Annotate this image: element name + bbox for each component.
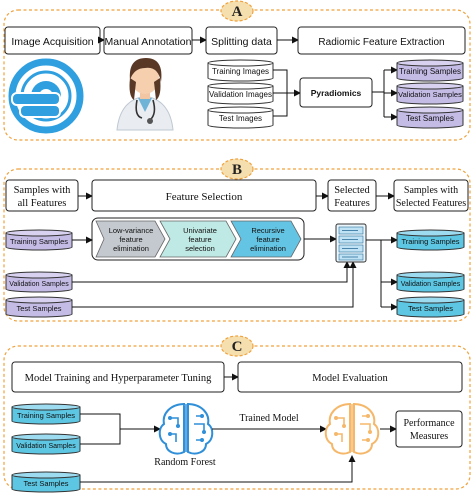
mri-scanner-icon: [8, 58, 84, 134]
doctor-icon: [116, 58, 174, 131]
step-univariate: Univariate feature selection: [159, 220, 237, 258]
panel-a-outputs: Training Samples Validation Samples Test…: [396, 59, 464, 129]
performance-measures-box: [395, 410, 463, 448]
radiomic-feature-extraction-box: [297, 26, 466, 55]
samples-selected-features-line1: Samples with: [404, 185, 458, 196]
model-evaluation-label: Model Evaluation: [312, 373, 388, 384]
performance-measures-line1: Performance: [403, 418, 455, 429]
test-samples-cylinder-b-out: Test Samples: [396, 296, 465, 318]
feature-selection-label: Feature Selection: [166, 191, 243, 203]
panel-b-border: [3, 168, 471, 322]
test-samples-cylinder-a: Test Samples: [396, 106, 464, 129]
training-samples-cylinder-b-out: Training Samples: [396, 229, 465, 251]
step-univariate-line1: Univariate: [183, 226, 217, 235]
selected-features-line1: Selected: [334, 185, 370, 196]
model-training-label: Model Training and Hyperparameter Tuning: [25, 373, 212, 384]
samples-selected-features-line2: Selected Features: [396, 198, 466, 209]
step-low-variance-line1: Low-variance: [109, 226, 154, 235]
panel-b-badge-label: B: [232, 162, 242, 178]
training-images-cylinder: Training Images: [207, 59, 274, 82]
step-recursive-line2: feature: [256, 235, 279, 244]
test-samples-cylinder-c: Test Samples: [11, 471, 81, 493]
trained-brain-icon: [324, 403, 380, 455]
panel-a-inputs: Training Images Validation Images Test I…: [207, 59, 274, 129]
manual-annotation-label: Manual Annotation: [105, 36, 192, 48]
training-images-label: Training Images: [212, 67, 269, 76]
validation-samples-label-a: Validation Samples: [398, 90, 462, 99]
neural-brain-icon: [158, 403, 214, 455]
test-samples-label-b-out: Test Samples: [408, 304, 453, 313]
selected-features-line2: Features: [334, 198, 370, 209]
image-acquisition-label: Image Acquisition: [11, 36, 93, 48]
samples-all-features-line2: all Features: [18, 198, 67, 209]
step-univariate-line3: selection: [185, 244, 215, 253]
validation-samples-cylinder-c: Validation Samples: [11, 433, 81, 455]
training-samples-cylinder-a: Training Samples: [396, 59, 464, 82]
model-evaluation-box: [237, 361, 463, 393]
panel-a-badge: A: [220, 0, 254, 22]
step-low-variance-line2: feature: [119, 235, 142, 244]
radiomic-feature-extraction-label: Radiomic Feature Extraction: [318, 37, 444, 48]
validation-images-cylinder: Validation Images: [207, 82, 274, 105]
pyradiomics-label: Pyradiomics: [311, 88, 362, 98]
training-samples-cylinder-b-in: Training Samples: [5, 229, 73, 251]
training-samples-label-a: Training Samples: [399, 67, 461, 76]
step-low-variance-line3: elimination: [113, 244, 149, 253]
step-low-variance: Low-variance feature elimination: [95, 220, 166, 258]
validation-samples-cylinder-a: Validation Samples: [396, 82, 464, 105]
panel-c-badge-label: C: [232, 339, 243, 355]
step-univariate-line2: feature: [188, 235, 211, 244]
validation-samples-label-b-in: Validation Samples: [9, 281, 69, 288]
test-samples-label-b-in: Test Samples: [16, 304, 61, 313]
samples-selected-features-box: [393, 179, 469, 212]
step-recursive-line1: Recursive: [251, 226, 284, 235]
arrow-c-test: [80, 455, 356, 483]
panel-c-border: [3, 345, 471, 490]
performance-measures-line2: Measures: [410, 431, 448, 442]
arrow-b-test: [72, 261, 357, 308]
validation-samples-cylinder-b-in: Validation Samples: [5, 271, 73, 293]
trained-model-label: Trained Model: [239, 413, 299, 424]
test-samples-label-a: Test Samples: [406, 114, 454, 123]
validation-samples-label-b-out: Validation Samples: [401, 281, 461, 288]
test-images-label: Test Images: [219, 114, 262, 123]
test-images-cylinder: Test Images: [207, 106, 274, 129]
panel-a-badge-label: A: [232, 4, 243, 20]
step-recursive-line3: elimination: [250, 244, 286, 253]
step-recursive: Recursive feature elimination: [230, 220, 302, 258]
training-samples-label-c: Training Samples: [17, 411, 75, 420]
validation-samples-label-c: Validation Samples: [16, 443, 76, 450]
input-bracket-c: [80, 413, 121, 445]
panel-c-badge: C: [220, 335, 254, 357]
arrow-b-validation: [72, 261, 351, 283]
test-samples-cylinder-b-in: Test Samples: [5, 296, 73, 318]
random-forest-label: Random Forest: [154, 457, 216, 468]
training-samples-cylinder-c: Training Samples: [11, 403, 81, 425]
samples-all-features-line1: Samples with: [14, 185, 72, 196]
feature-list-icon: [335, 223, 367, 263]
panel-b-badge: B: [220, 158, 254, 180]
splitting-data-label: Splitting data: [211, 36, 272, 48]
panel-a-border: [3, 9, 471, 141]
training-samples-label-b-out: Training Samples: [401, 237, 459, 246]
training-samples-label-b-in: Training Samples: [10, 237, 68, 246]
validation-samples-cylinder-b-out: Validation Samples: [396, 271, 465, 293]
test-samples-label-c: Test Samples: [23, 479, 68, 488]
validation-images-label: Validation Images: [209, 90, 272, 99]
